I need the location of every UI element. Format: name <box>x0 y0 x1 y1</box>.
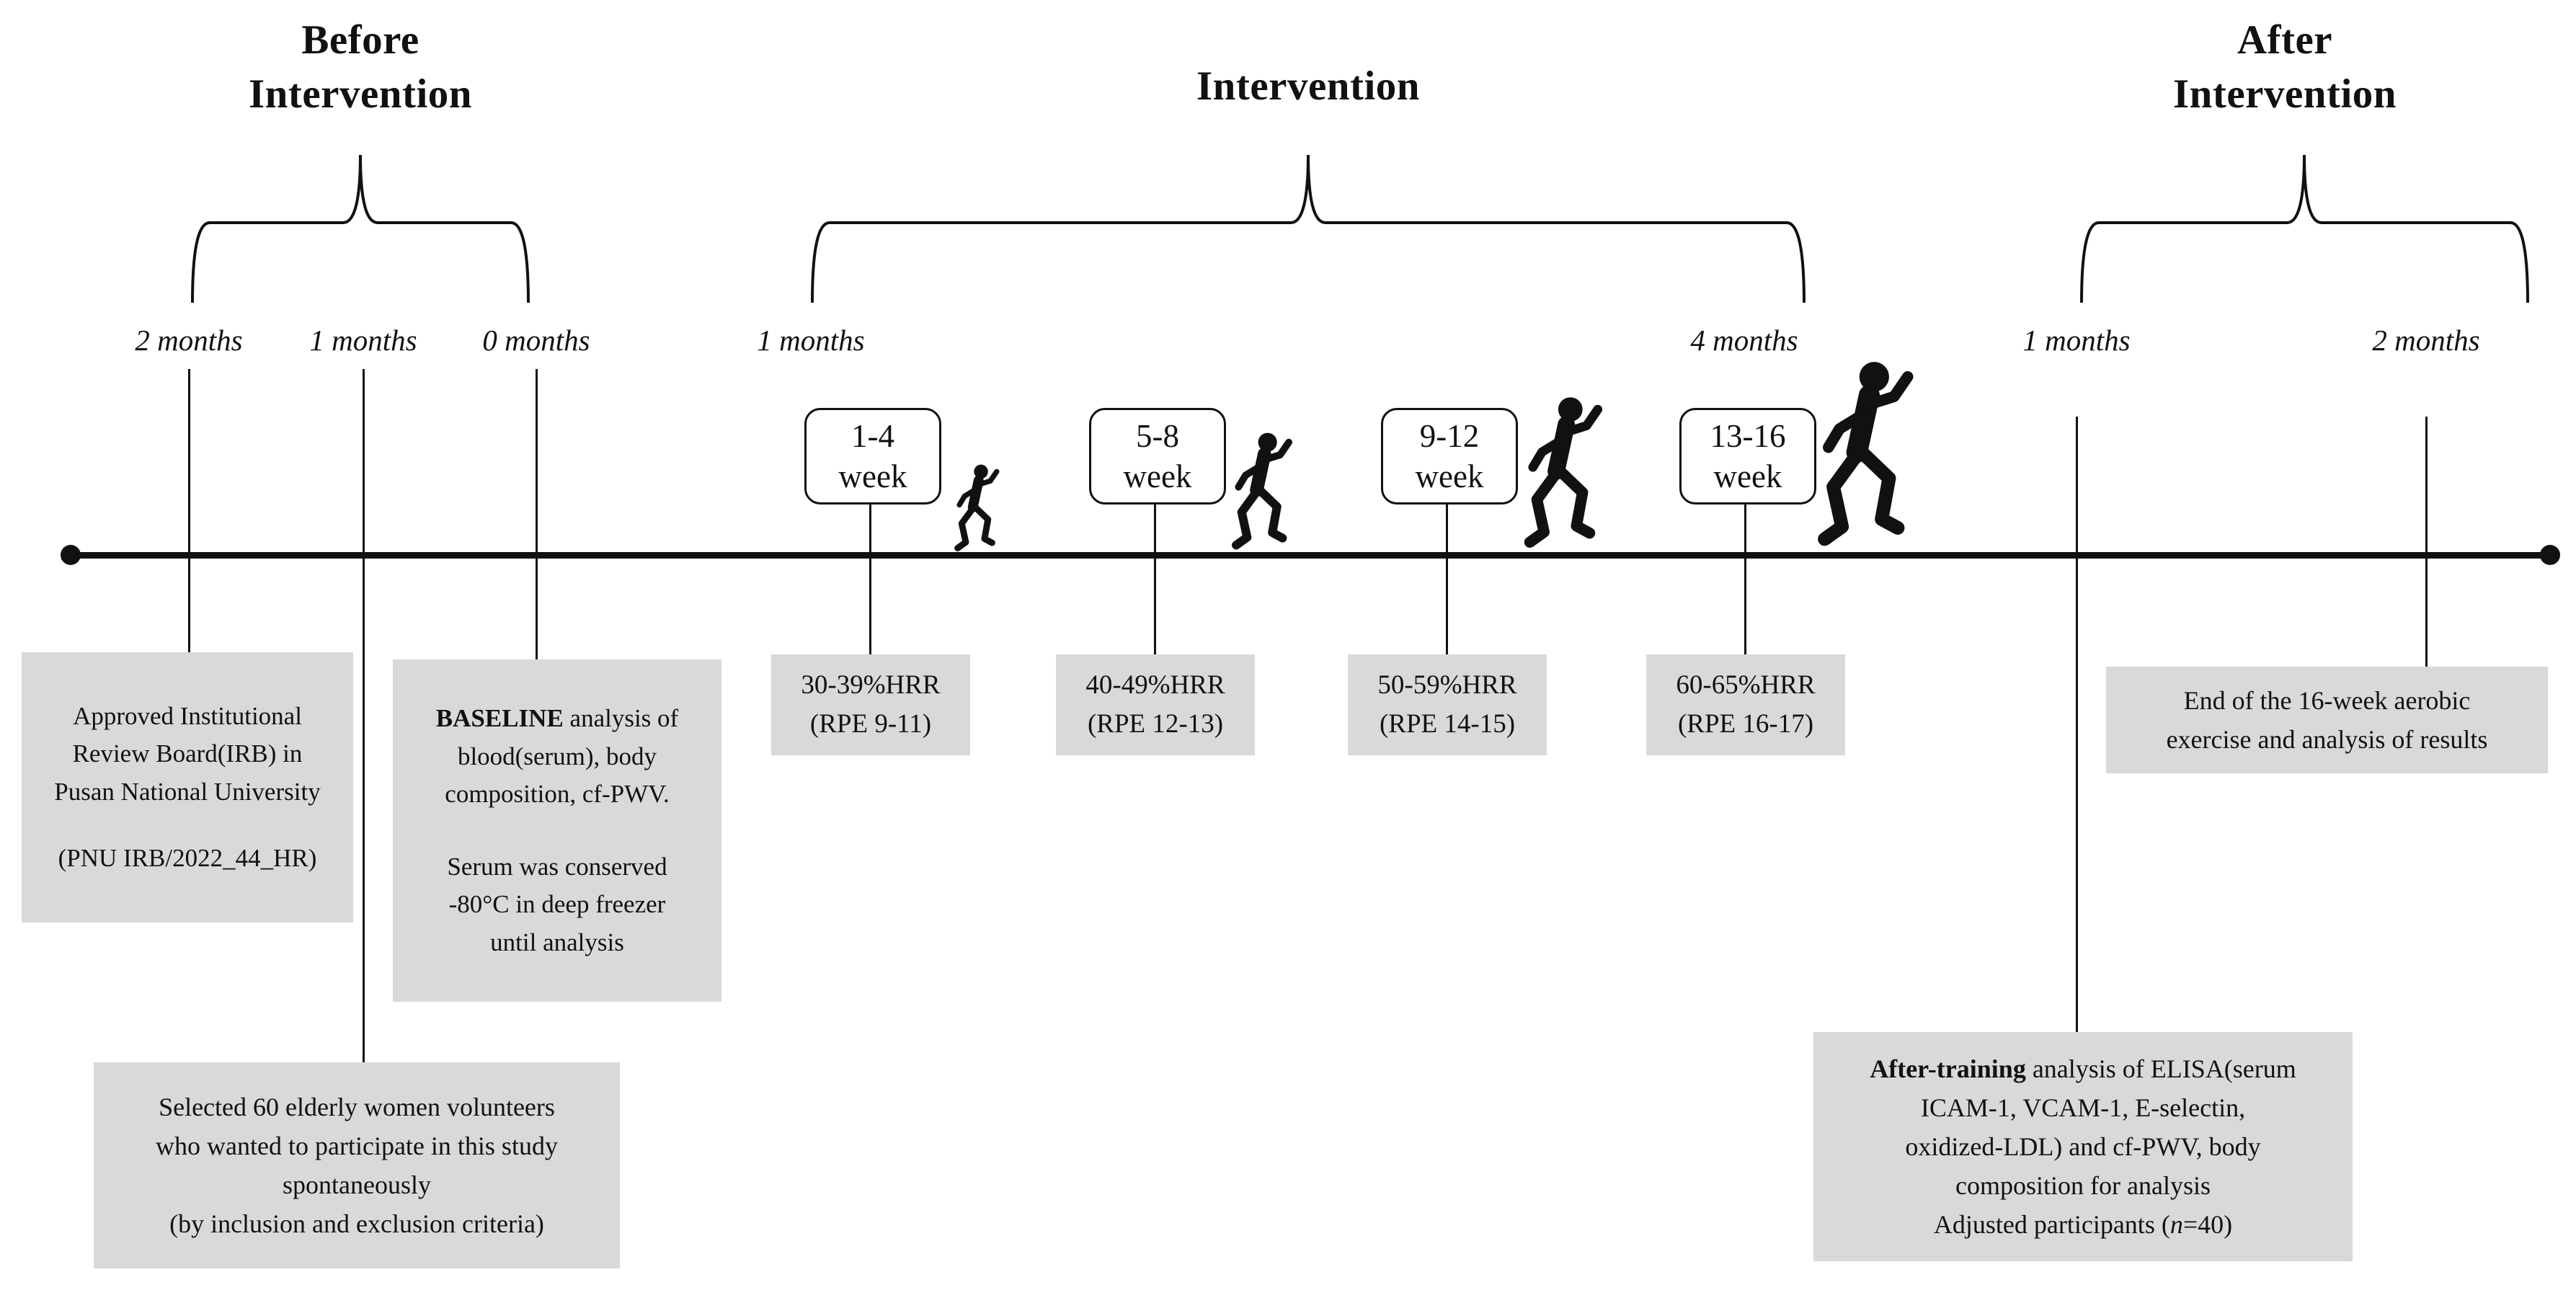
baseline-analysis-note: BASELINE analysis of blood(serum), body … <box>393 659 721 1002</box>
connector-line-minus2 <box>188 369 190 652</box>
after-intervention-title: After Intervention <box>2173 17 2397 117</box>
study-end-note: End of the 16-week aerobic exercise and … <box>2106 667 2548 773</box>
timeline-axis <box>69 552 2551 559</box>
before-phase-brace <box>191 153 530 306</box>
irb-code-text: (PNU IRB/2022_44_HR) <box>58 844 317 872</box>
week-box-5-8: 5-8 week <box>1089 408 1226 504</box>
runner-icon-medium <box>1232 432 1293 550</box>
connector-line-minus1 <box>363 369 365 1062</box>
serum-storage-text: Serum was conserved -80°C in deep freeze… <box>447 852 667 956</box>
study-end-text: End of the 16-week aerobic exercise and … <box>2166 686 2488 754</box>
intervention-title: Intervention <box>1196 63 1420 109</box>
month-label-interv-start: 1 months <box>757 324 865 357</box>
runner-icon-xlarge <box>1818 362 1914 546</box>
intensity-box-week3: 50-59%HRR (RPE 14-15) <box>1348 654 1547 755</box>
after-training-body-text: analysis of ELISA(serum ICAM-1, VCAM-1, … <box>1905 1054 2296 1200</box>
after-training-lead-text: After-training <box>1870 1054 2026 1083</box>
month-label-interv-end: 4 months <box>1690 324 1798 357</box>
month-label-minus1: 1 months <box>309 324 417 357</box>
connector-line-week3 <box>1446 502 1448 654</box>
before-intervention-title: Before Intervention <box>249 17 472 117</box>
intensity-box-week2: 40-49%HRR (RPE 12-13) <box>1056 654 1255 755</box>
baseline-body-text: analysis of blood(serum), body compositi… <box>445 704 679 808</box>
connector-line-after1 <box>2076 417 2078 1032</box>
connector-line-zero <box>536 369 538 659</box>
adjusted-n-text: n <box>2169 1210 2183 1239</box>
baseline-analysis-text: BASELINE analysis of blood(serum), body … <box>436 700 678 814</box>
week-box-1-4: 1-4 week <box>804 408 941 504</box>
connector-line-week2 <box>1154 502 1156 654</box>
runner-icon-small <box>954 464 1000 551</box>
adjusted-pre-text: Adjusted participants ( <box>1933 1210 2170 1239</box>
after-training-note: After-training analysis of ELISA(serum I… <box>1813 1032 2353 1261</box>
participants-selection-note: Selected 60 elderly women volunteers who… <box>94 1062 620 1268</box>
intervention-phase-brace <box>811 153 1806 306</box>
intensity-box-week1: 30-39%HRR (RPE 9-11) <box>771 654 970 755</box>
after-training-text: After-training analysis of ELISA(serum I… <box>1870 1049 2296 1205</box>
connector-line-after2 <box>2425 417 2428 667</box>
month-label-after1: 1 months <box>2022 324 2131 357</box>
month-label-zero: 0 months <box>482 324 590 357</box>
timeline-end-dot <box>2540 545 2560 565</box>
connector-line-week1 <box>869 502 871 654</box>
timeline-start-dot <box>61 545 81 565</box>
connector-line-week4 <box>1744 502 1746 654</box>
irb-approval-text: Approved Institutional Review Board(IRB)… <box>54 701 321 806</box>
baseline-lead-text: BASELINE <box>435 704 564 732</box>
week-box-13-16: 13-16 week <box>1679 408 1816 504</box>
month-label-after2: 2 months <box>2372 324 2480 357</box>
participants-selection-text: Selected 60 elderly women volunteers who… <box>156 1093 558 1238</box>
irb-approval-note: Approved Institutional Review Board(IRB)… <box>22 652 353 923</box>
month-label-minus2: 2 months <box>135 324 243 357</box>
intensity-box-week4: 60-65%HRR (RPE 16-17) <box>1646 654 1845 755</box>
runner-icon-large <box>1524 397 1603 548</box>
week-box-9-12: 9-12 week <box>1381 408 1518 504</box>
adjusted-post-text: =40) <box>2182 1210 2233 1239</box>
adjusted-participants-text: Adjusted participants (n=40) <box>1934 1205 2232 1244</box>
after-phase-brace <box>2080 153 2529 306</box>
